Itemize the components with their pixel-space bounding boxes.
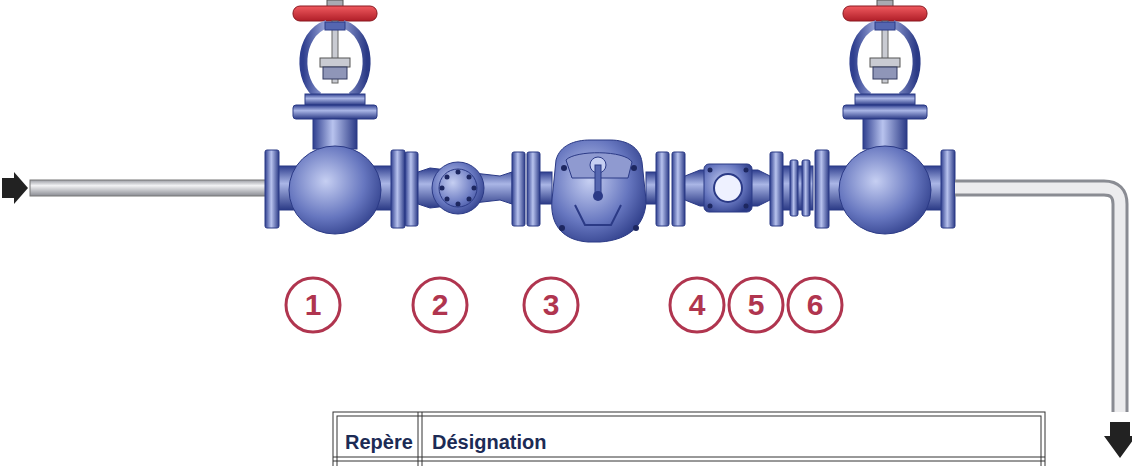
callout-number: 2 [410, 275, 470, 335]
globe-valve [815, 0, 955, 234]
callout-circle: 6 [785, 275, 845, 335]
callout-circle: 2 [410, 275, 470, 335]
callout-number: 1 [283, 275, 343, 335]
callout-number: 4 [667, 275, 727, 335]
inlet-pipe [30, 180, 266, 196]
outlet-arrow [1104, 422, 1132, 458]
sight-glass [672, 152, 770, 226]
outlet-pipe [955, 188, 1120, 412]
callout-circle: 4 [667, 275, 727, 335]
callout-number: 5 [726, 275, 786, 335]
parts-table [333, 412, 1045, 466]
strainer [405, 152, 525, 226]
callout-circle: 5 [726, 275, 786, 335]
callout-circle: 3 [521, 275, 581, 335]
callout-number: 3 [521, 275, 581, 335]
inlet-arrow [2, 172, 28, 204]
check-valve [770, 152, 813, 226]
table-header: Désignation [432, 431, 546, 454]
globe-valve [265, 0, 405, 234]
callout-number: 6 [785, 275, 845, 335]
outlet-pipe [955, 188, 1120, 412]
callout-circle: 1 [283, 275, 343, 335]
steam-trap [527, 140, 669, 242]
table-header: Repère [345, 431, 413, 454]
